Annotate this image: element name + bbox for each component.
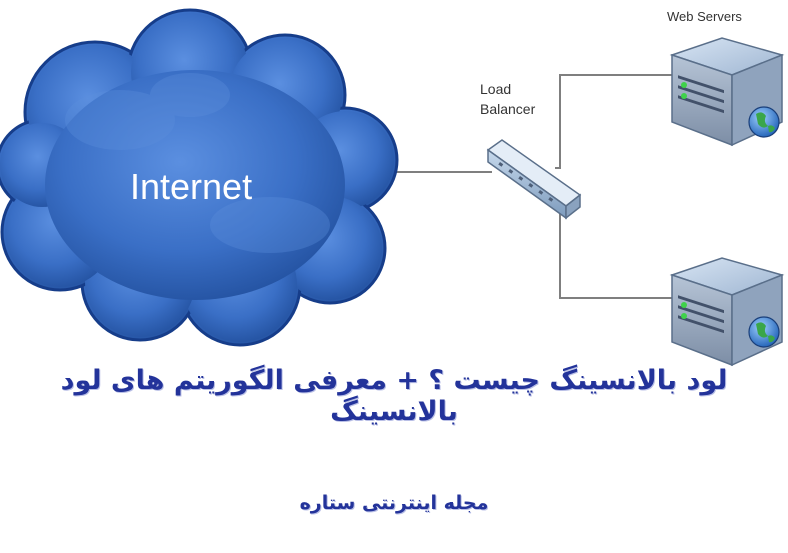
cloud-icon — [0, 8, 399, 347]
globe-icon — [748, 106, 780, 138]
globe-icon — [748, 316, 780, 348]
internet-label: Internet — [130, 166, 253, 207]
load-balancer-label-line2: Balancer — [480, 101, 536, 117]
web-servers-label: Web Servers — [667, 9, 742, 24]
headline-caption: لود بالانسینگ چیست ؟ + معرفی الگوریتم ها… — [60, 365, 728, 427]
load-balancer-icon — [486, 139, 582, 220]
load-balancer-label-line1: Load — [480, 81, 512, 97]
balancer-to-server-top-line — [555, 74, 672, 169]
server-icon — [669, 37, 785, 147]
footer-caption: مجله اینترنتی ستاره — [299, 492, 489, 514]
server-icon — [669, 257, 785, 367]
